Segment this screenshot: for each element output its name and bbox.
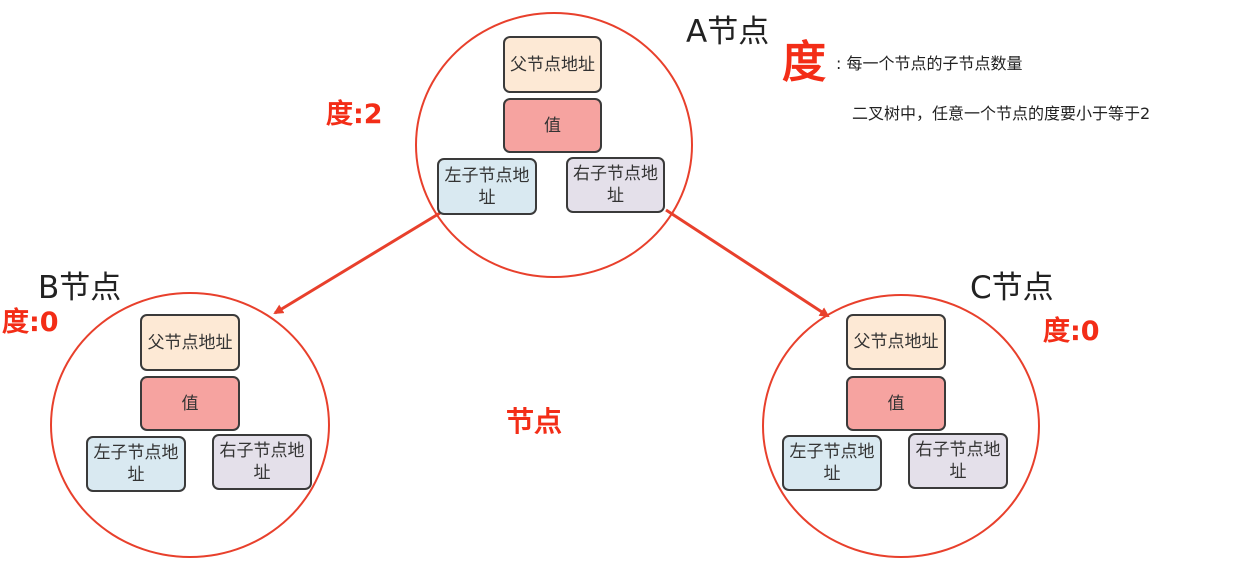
node-c-parent-box: 父节点地址: [846, 314, 946, 370]
node-a-left-box: 左子节点地址: [437, 158, 537, 215]
node-label: 节点: [506, 405, 563, 438]
degree-definition: : 每一个节点的子节点数量: [836, 54, 1023, 73]
node-a-parent-box: 父节点地址: [503, 36, 602, 93]
node-c-right-box: 右子节点地址: [908, 433, 1008, 489]
node-a-name: A节点: [686, 14, 770, 50]
edge-a-to-c: [665, 208, 830, 318]
node-c-circle: [762, 294, 1040, 558]
node-b-left-box: 左子节点地址: [86, 436, 186, 492]
node-c-value-box: 值: [846, 376, 946, 431]
binary-tree-degree-rule: 二叉树中，任意一个节点的度要小于等于2: [852, 104, 1151, 123]
node-a-right-box: 右子节点地址: [566, 157, 665, 213]
node-b-right-box: 右子节点地址: [212, 434, 312, 490]
node-b-degree: 度:0: [2, 307, 59, 338]
node-b-name: B节点: [38, 270, 122, 306]
node-a-degree: 度:2: [326, 99, 383, 130]
node-a-value-box: 值: [503, 98, 602, 153]
node-c-name: C节点: [970, 270, 1054, 306]
edge-a-to-b: [273, 211, 441, 315]
node-b-value-box: 值: [140, 376, 240, 431]
degree-term: 度: [782, 37, 826, 88]
node-c-left-box: 左子节点地址: [782, 435, 882, 491]
node-a-circle: [415, 12, 693, 278]
node-b-parent-box: 父节点地址: [140, 314, 240, 371]
node-c-degree: 度:0: [1043, 316, 1100, 347]
node-b-circle: [50, 292, 330, 558]
